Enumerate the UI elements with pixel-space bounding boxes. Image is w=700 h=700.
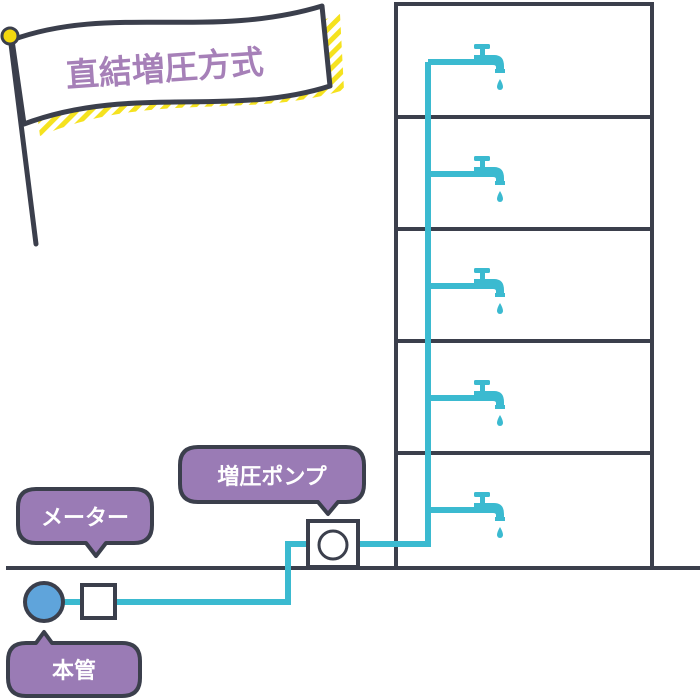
pump-bubble-shape [178, 445, 366, 516]
main-pipe-bubble-shape [6, 630, 142, 698]
faucet-icon [474, 44, 505, 90]
flag: 直結増圧方式 [0, 3, 344, 247]
faucet-icon [474, 156, 505, 202]
flag-cloth [9, 3, 333, 127]
water-pipes [64, 59, 476, 605]
meter-label: メーター [41, 506, 129, 531]
pipe-pump-to-riser [358, 62, 431, 547]
main-pipe-icon [23, 581, 65, 623]
meter-bubble-shape [16, 487, 154, 558]
pump-label: 増圧ポンプ [217, 464, 327, 490]
booster-pump [306, 519, 360, 569]
faucet-icon [474, 268, 505, 314]
main-pipe-label: 本管 [52, 658, 96, 684]
meter-label-bubble: メーター [16, 487, 154, 558]
pump-label-bubble: 増圧ポンプ [178, 445, 366, 516]
faucet-icon [474, 380, 505, 426]
main-pipe-label-bubble: 本管 [6, 630, 142, 698]
pump-impeller-icon [317, 529, 349, 561]
pipe-meter-to-pump [116, 541, 308, 605]
flag-ball [0, 26, 20, 46]
water-meter [80, 583, 117, 620]
faucet-icon [474, 492, 505, 538]
